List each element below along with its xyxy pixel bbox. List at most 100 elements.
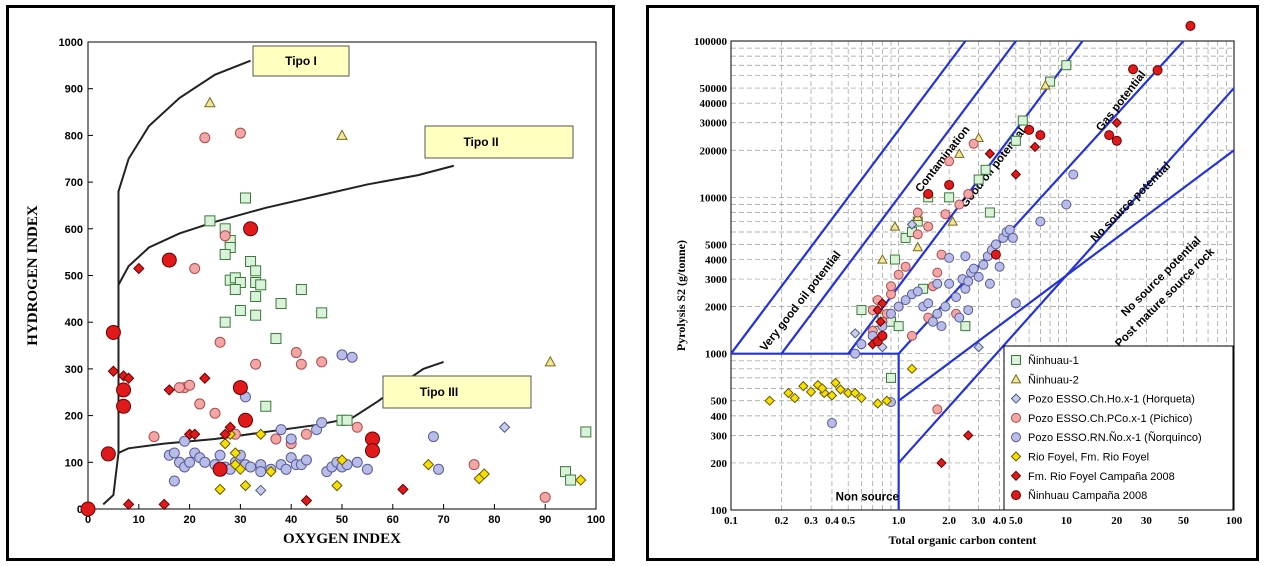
data-point: [255, 279, 267, 291]
data-point: [912, 241, 924, 252]
data-point: [336, 129, 348, 140]
data-point: [973, 271, 984, 282]
data-point: [219, 230, 231, 242]
data-point: [316, 307, 328, 319]
x-tick-label: 0.3: [804, 515, 818, 527]
data-point: [422, 458, 435, 471]
y-tick-label: 300: [711, 430, 728, 442]
data-point: [944, 278, 955, 289]
data-point: [250, 358, 262, 370]
data-point: [168, 475, 180, 487]
y-tick-label: 0: [77, 504, 83, 516]
data-point: [944, 156, 955, 167]
zone-boundary-line: [897, 40, 1185, 355]
data-point: [212, 461, 228, 477]
x-tick-label: 0.1: [724, 515, 738, 527]
data-point: [544, 355, 557, 367]
data-point: [280, 463, 292, 475]
data-point: [893, 269, 904, 280]
x-axis-label: OXYGEN INDEX: [283, 531, 401, 547]
data-point: [889, 221, 901, 231]
y-tick-label: 700: [65, 177, 83, 189]
data-point: [889, 254, 900, 265]
data-point: [204, 215, 216, 227]
data-point: [932, 308, 943, 319]
x-tick-label: 60: [387, 514, 399, 526]
legend-label: Fm. Rio Foyel Campaña 2008: [1028, 471, 1175, 483]
data-point: [1035, 130, 1046, 141]
zone-boundary-line: [780, 40, 1017, 355]
type-label-box: [382, 375, 532, 409]
data-point: [881, 395, 893, 406]
data-point: [830, 377, 841, 389]
x-tick-label: 40: [285, 514, 297, 526]
y-tick-label: 30000: [700, 118, 728, 130]
data-point: [361, 463, 373, 475]
data-point: [932, 278, 943, 289]
x-tick-label: 0.4: [825, 515, 839, 527]
data-point: [133, 262, 145, 275]
x-tick-label: 100: [587, 514, 605, 526]
x-tick-label: 0.2: [775, 515, 789, 527]
data-point: [960, 251, 971, 262]
data-point: [232, 380, 248, 396]
data-point: [237, 412, 253, 428]
x-tick-label: 90: [539, 514, 551, 526]
y-tick-label: 200: [711, 458, 728, 470]
data-point: [122, 498, 135, 511]
data-point: [1068, 169, 1079, 180]
x-tick-label: 3.0: [972, 515, 986, 527]
data-point: [255, 466, 267, 478]
zone-label: Gas potential: [1094, 69, 1148, 134]
y-tick-label: 300: [65, 364, 83, 376]
data-point: [872, 304, 883, 316]
y-tick-label: 5000: [705, 239, 728, 251]
data-point: [936, 321, 947, 332]
data-point: [893, 321, 904, 332]
y-tick-label: 3000: [705, 274, 728, 286]
data-point: [364, 443, 380, 459]
data-point: [245, 255, 257, 267]
y-tick-label: 600: [65, 224, 83, 236]
x-axis-label: Total organic carbon content: [889, 533, 1037, 547]
data-point: [100, 446, 116, 462]
y-tick-label: 4000: [705, 255, 728, 267]
data-point: [968, 263, 979, 274]
data-point: [331, 479, 343, 492]
data-point: [194, 398, 206, 410]
data-point: [842, 387, 854, 399]
x-tick-label: 100: [1226, 515, 1243, 527]
data-point: [885, 372, 896, 383]
data-point: [973, 132, 985, 142]
data-point: [163, 384, 175, 396]
data-point: [826, 418, 837, 429]
data-point: [877, 330, 888, 341]
data-point: [877, 298, 888, 309]
data-point: [893, 301, 904, 312]
data-point: [900, 261, 911, 272]
data-point: [229, 447, 242, 459]
data-point: [900, 295, 911, 306]
data-point: [184, 456, 196, 468]
y-tick-label: 500: [65, 271, 83, 283]
data-point: [923, 189, 934, 200]
data-point: [849, 387, 861, 399]
data-point: [850, 348, 861, 359]
data-point: [1111, 135, 1122, 146]
data-point: [984, 148, 996, 159]
data-point: [219, 428, 231, 440]
data-point: [565, 474, 577, 486]
data-point: [764, 395, 775, 406]
data-point: [951, 292, 962, 303]
y-tick-label: 10000: [700, 192, 728, 204]
zone-label: Contamination: [914, 124, 973, 195]
data-point: [923, 221, 934, 232]
data-point: [817, 383, 828, 394]
data-point: [295, 358, 307, 370]
x-tick-label: 10: [133, 514, 145, 526]
x-tick-label: 20: [183, 514, 195, 526]
x-tick-label: 20: [1111, 515, 1123, 527]
data-point: [199, 132, 211, 144]
